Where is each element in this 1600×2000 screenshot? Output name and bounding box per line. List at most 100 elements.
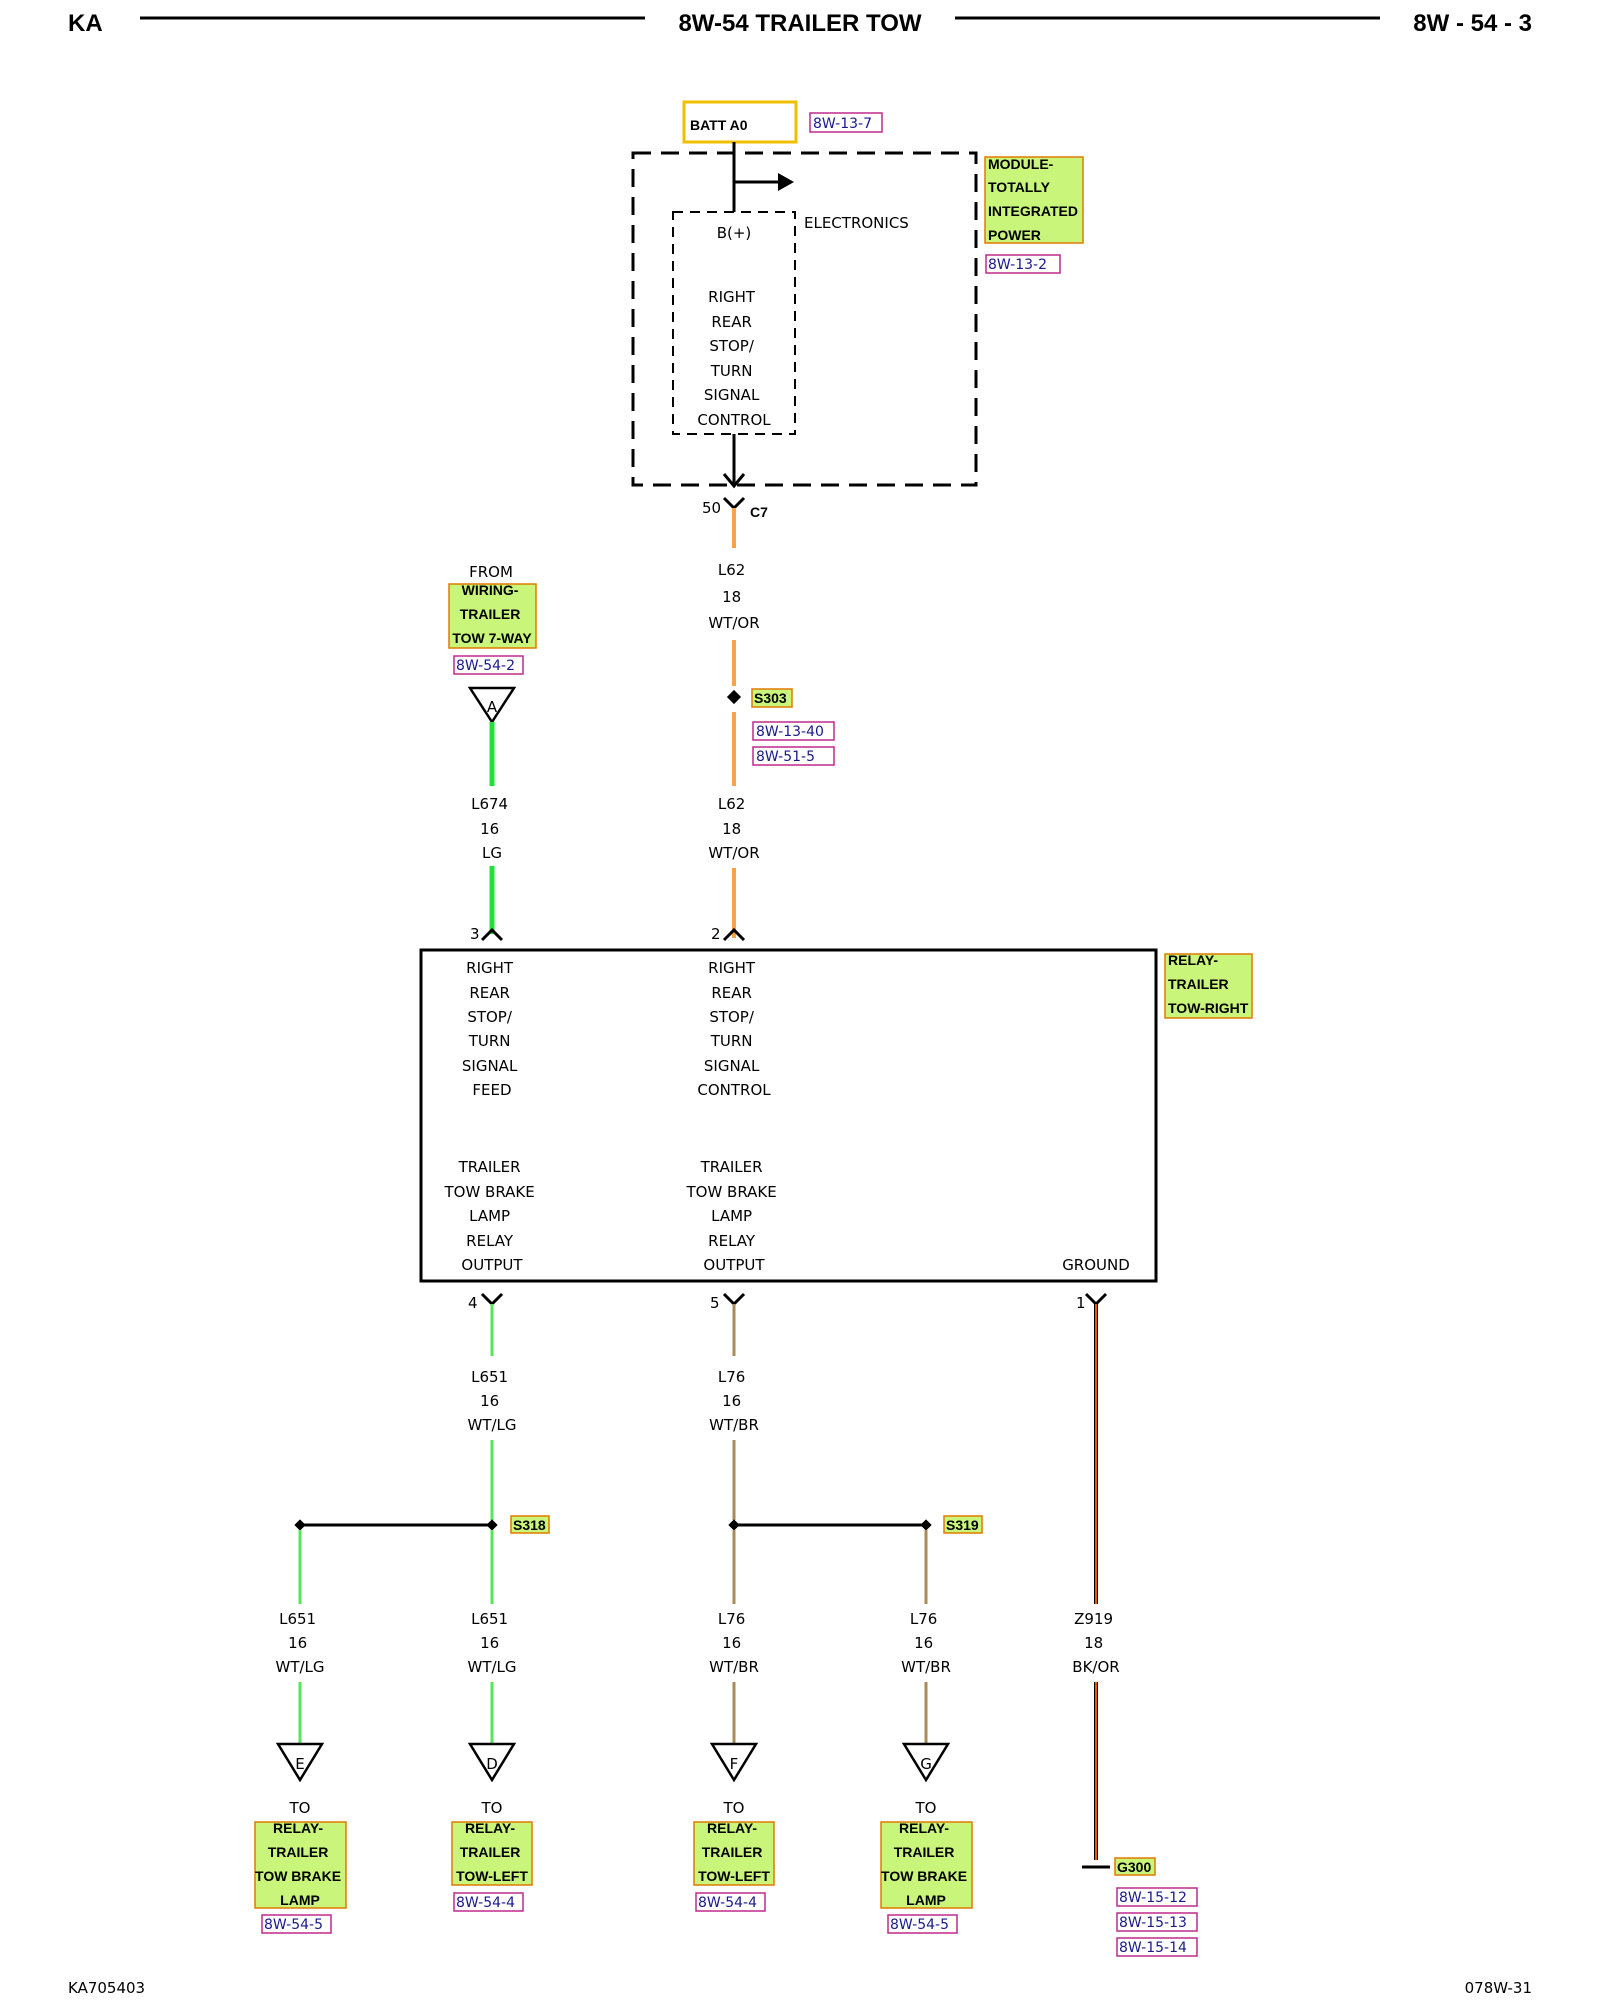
relay-output-mid-text: TRAILER TOW BRAKE LAMP RELAY OUTPUT bbox=[685, 1158, 781, 1274]
relay-pin3-connector-icon bbox=[480, 927, 504, 942]
wire-l76-a-label: L76 16 WT/BR bbox=[709, 1610, 759, 1676]
s303-tag-box[interactable] bbox=[751, 688, 793, 708]
dest-g-to: TO bbox=[915, 1799, 937, 1817]
dest-f-name-box[interactable] bbox=[693, 1821, 775, 1886]
tipm-ref-box[interactable] bbox=[985, 254, 1061, 274]
s318-tag[interactable]: S318 bbox=[513, 1517, 546, 1533]
dest-d-to: TO bbox=[481, 1799, 503, 1817]
dest-g-name-box[interactable] bbox=[880, 1821, 973, 1909]
dest-e-connector-icon bbox=[275, 1742, 325, 1783]
relay-pin5: 5 bbox=[710, 1294, 720, 1312]
wire-l674-label: L674 16 LG bbox=[471, 795, 513, 862]
batt-a0-label: BATT A0 bbox=[690, 117, 748, 133]
g300-tag-box[interactable] bbox=[1114, 1857, 1156, 1876]
g300-ref2[interactable]: 8W-15-13 bbox=[1119, 1915, 1187, 1931]
dest-d-name[interactable]: RELAY- TRAILER TOW-LEFT bbox=[456, 1820, 528, 1884]
relay-pin5-connector-icon bbox=[722, 1292, 746, 1307]
wire-l62-mid-label: L62 18 WT/OR bbox=[708, 795, 759, 862]
wire-l651-top-label: L651 16 WT/LG bbox=[467, 1368, 516, 1434]
s303-ref1[interactable]: 8W-13-40 bbox=[756, 724, 824, 740]
c7-connector-icon bbox=[722, 496, 746, 511]
s303-ref2[interactable]: 8W-51-5 bbox=[756, 749, 815, 765]
g300-ref2-box[interactable] bbox=[1116, 1912, 1198, 1932]
from-ref[interactable]: 8W-54-2 bbox=[456, 658, 515, 674]
dest-f-ref[interactable]: 8W-54-4 bbox=[698, 1895, 757, 1911]
from-connector-icon bbox=[467, 686, 517, 725]
relay-ground-text: GROUND bbox=[1062, 1256, 1130, 1274]
g300-ref1-box[interactable] bbox=[1116, 1887, 1198, 1907]
dest-e-to: TO bbox=[289, 1799, 311, 1817]
splice-s318-dot-right bbox=[486, 1519, 498, 1531]
dest-e-pin: E bbox=[295, 1755, 304, 1773]
s318-tag-box[interactable] bbox=[510, 1515, 550, 1534]
c7-pin: 50 bbox=[702, 499, 721, 517]
relay-pin1: 1 bbox=[1076, 1294, 1086, 1312]
dest-d-ref[interactable]: 8W-54-4 bbox=[456, 1895, 515, 1911]
tipm-ref[interactable]: 8W-13-2 bbox=[988, 257, 1047, 273]
from-ref-box[interactable] bbox=[453, 655, 524, 675]
dest-d-connector-icon bbox=[467, 1742, 517, 1783]
electronics-arrow-icon bbox=[778, 173, 794, 191]
g300-ref3[interactable]: 8W-15-14 bbox=[1119, 1940, 1187, 1956]
s319-tag-box[interactable] bbox=[943, 1515, 983, 1534]
electronics-label: ELECTRONICS bbox=[804, 214, 909, 232]
wire-l651-a-label: L651 16 WT/LG bbox=[275, 1610, 324, 1676]
wire-l76-top-label: L76 16 WT/BR bbox=[709, 1368, 759, 1434]
batt-ref-box[interactable] bbox=[809, 112, 883, 133]
relay-pin2: 2 bbox=[711, 925, 721, 943]
s303-ref1-box[interactable] bbox=[752, 721, 835, 741]
tipm-module-outline bbox=[631, 151, 978, 487]
splice-s318-dot-left bbox=[294, 1519, 306, 1531]
dest-g-pin: G bbox=[920, 1755, 932, 1773]
dest-g-ref-box[interactable] bbox=[887, 1914, 958, 1934]
relay-pin3: 3 bbox=[470, 925, 480, 943]
bplus-label: B(+) bbox=[717, 224, 752, 242]
splice-s303-dot bbox=[726, 689, 742, 705]
dest-g-name[interactable]: RELAY- TRAILER TOW BRAKE LAMP bbox=[881, 1820, 971, 1908]
dest-f-ref-box[interactable] bbox=[695, 1892, 766, 1912]
relay-control-text: RIGHT REAR STOP/ TURN SIGNAL CONTROL bbox=[697, 959, 771, 1099]
dest-e-ref-box[interactable] bbox=[261, 1914, 332, 1934]
dest-f-to: TO bbox=[723, 1799, 745, 1817]
relay-pin1-connector-icon bbox=[1084, 1292, 1108, 1307]
g300-ref3-box[interactable] bbox=[1116, 1937, 1198, 1957]
footer-right: 078W-31 bbox=[1465, 1979, 1532, 1997]
header-left: KA bbox=[68, 10, 103, 37]
wire-z919-label: Z919 18 BK/OR bbox=[1072, 1610, 1119, 1676]
dest-f-connector-icon bbox=[709, 1742, 759, 1783]
dest-e-ref[interactable]: 8W-54-5 bbox=[264, 1917, 323, 1933]
dest-d-pin: D bbox=[486, 1755, 498, 1773]
dest-d-name-box[interactable] bbox=[451, 1821, 533, 1886]
dest-f-name[interactable]: RELAY- TRAILER TOW-LEFT bbox=[698, 1820, 770, 1884]
module-function-text: RIGHT REAR STOP/ TURN SIGNAL CONTROL bbox=[697, 288, 771, 429]
page-number: 8W - 54 - 3 bbox=[1413, 10, 1532, 37]
s303-tag[interactable]: S303 bbox=[754, 690, 787, 706]
relay-pin4: 4 bbox=[468, 1294, 478, 1312]
relay-name[interactable]: RELAY- TRAILER TOW-RIGHT bbox=[1168, 952, 1249, 1016]
batt-a0-box bbox=[682, 100, 798, 144]
c7-label: C7 bbox=[750, 504, 768, 520]
dest-d-ref-box[interactable] bbox=[453, 1892, 524, 1912]
dest-f-pin: F bbox=[730, 1755, 739, 1773]
relay-pin2-connector-icon bbox=[722, 927, 746, 942]
from-pin: A bbox=[487, 698, 498, 716]
s303-ref2-box[interactable] bbox=[752, 746, 835, 766]
s319-tag[interactable]: S319 bbox=[946, 1517, 979, 1533]
footer-left: KA705403 bbox=[68, 1979, 145, 1997]
batt-ref[interactable]: 8W-13-7 bbox=[813, 116, 872, 132]
relay-name-box[interactable] bbox=[1164, 953, 1253, 1019]
dest-g-ref[interactable]: 8W-54-5 bbox=[890, 1917, 949, 1933]
tipm-name[interactable]: MODULE- TOTALLY INTEGRATED POWER bbox=[988, 156, 1082, 243]
dest-e-name[interactable]: RELAY- TRAILER TOW BRAKE LAMP bbox=[255, 1820, 345, 1908]
from-name[interactable]: WIRING- TRAILER TOW 7-WAY bbox=[452, 582, 532, 646]
dest-e-name-box[interactable] bbox=[254, 1821, 347, 1909]
tipm-name-box[interactable] bbox=[984, 156, 1084, 244]
g300-tag[interactable]: G300 bbox=[1117, 1859, 1151, 1875]
page-title: 8W-54 TRAILER TOW bbox=[678, 10, 921, 37]
dest-g-connector-icon bbox=[901, 1742, 951, 1783]
from-name-box[interactable] bbox=[448, 583, 537, 649]
relay-box bbox=[419, 948, 1158, 1283]
g300-ref1[interactable]: 8W-15-12 bbox=[1119, 1890, 1187, 1906]
relay-feed-text: RIGHT REAR STOP/ TURN SIGNAL FEED bbox=[462, 959, 522, 1099]
